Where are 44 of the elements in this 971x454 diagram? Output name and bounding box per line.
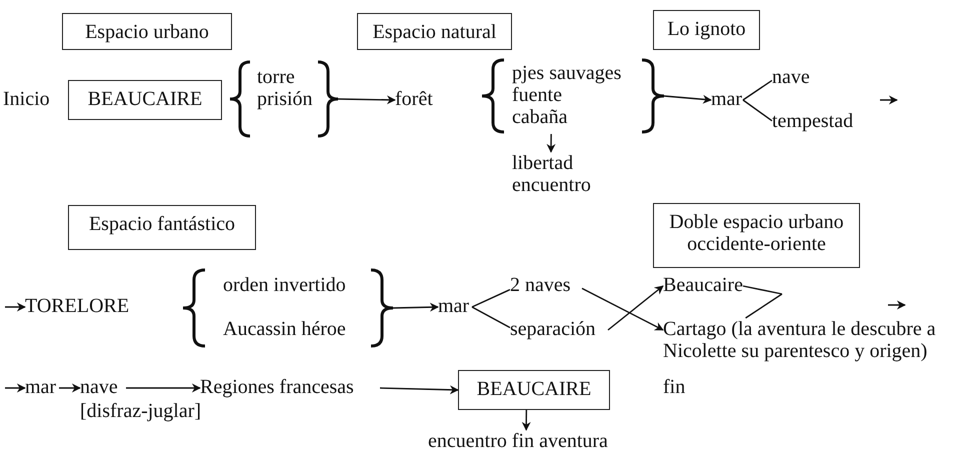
arrow [338, 95, 396, 104]
arrow [392, 302, 439, 312]
text-label: Inicio [3, 88, 61, 112]
text-label: TORELORE [25, 295, 135, 319]
text-label: [disfraz-juglar] [80, 400, 202, 422]
text-label: Beaucaire [663, 274, 743, 298]
arrow [5, 384, 26, 392]
list-item: Aucassin héroe [223, 318, 346, 340]
title-box: Doble espacio urbano occidente-oriente [653, 203, 860, 268]
text-label: Regiones francesas [200, 376, 380, 400]
title-box: Espacio natural [357, 13, 512, 50]
text-label: fin [663, 376, 703, 400]
text-label: mar [438, 295, 472, 319]
text-label: nave [772, 66, 820, 90]
text-label: mar [25, 376, 59, 400]
title-box: Espacio urbano [62, 13, 232, 50]
text-label: nave [80, 376, 126, 400]
list-item: cabaña [512, 106, 568, 128]
arrow [522, 410, 531, 431]
text-label: separación [510, 318, 608, 342]
list-item: orden invertido [223, 274, 346, 296]
list-item: prisión [257, 88, 313, 110]
arrow [126, 384, 201, 392]
list-item: fuente [512, 84, 562, 106]
arrow [582, 288, 664, 331]
text-label: forêt [395, 88, 443, 112]
arrow [380, 385, 459, 394]
list-item: torre [257, 66, 295, 88]
title-box: BEAUCAIRE [458, 370, 610, 410]
list-item: pjes sauvages [512, 62, 622, 84]
arrow [608, 285, 664, 331]
title-box: BEAUCAIRE [68, 80, 222, 120]
text-label: 2 naves [510, 274, 582, 298]
title-box: Espacio fantástico [68, 205, 256, 250]
text-label: Cartago (la aventura le descubre a Nicolette su parentesco y origen) [663, 318, 969, 366]
arrow [546, 134, 556, 153]
text-label: encuentro fin aventura [428, 430, 638, 454]
text-label: tempestad [772, 110, 864, 134]
arrow [59, 384, 81, 392]
text-label: libertad encuentro [512, 152, 612, 198]
text-label: mar [711, 88, 743, 112]
arrow [664, 94, 712, 104]
arrow [5, 302, 26, 312]
title-box: Lo ignoto [653, 10, 760, 50]
